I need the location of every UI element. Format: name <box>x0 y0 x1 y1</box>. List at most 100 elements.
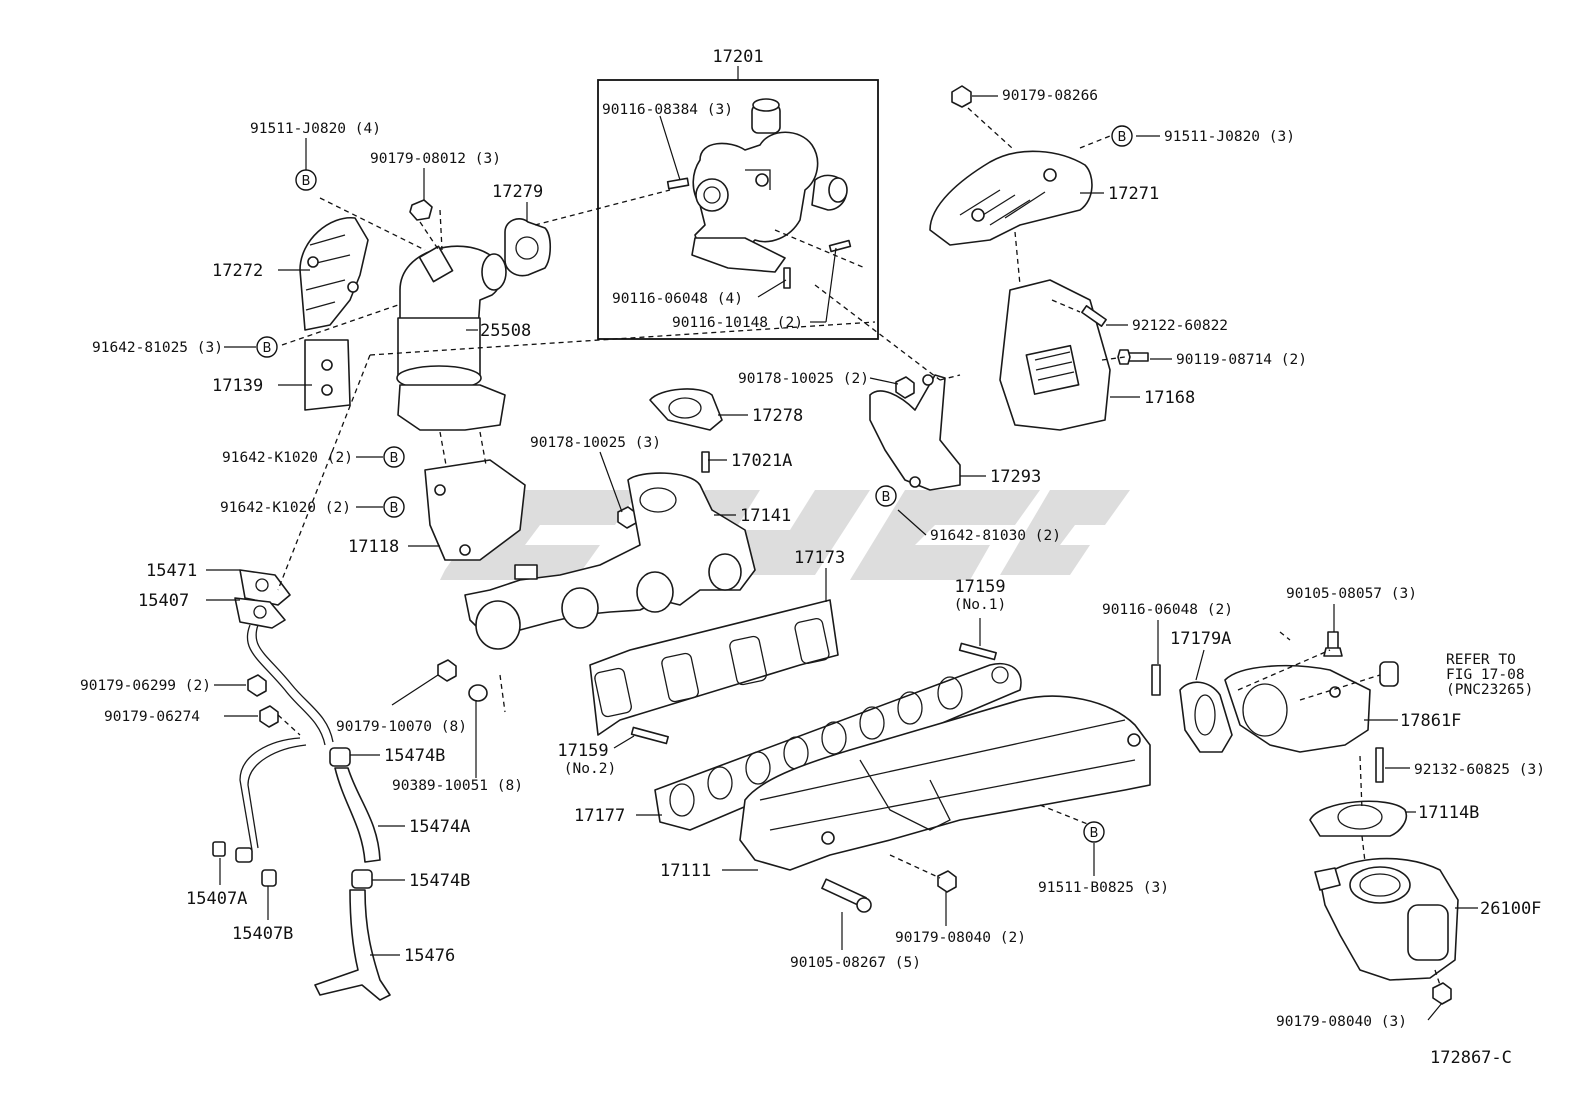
label-17861f: 17861F <box>1400 711 1461 731</box>
label-90179-08266: 90179-08266 <box>1002 88 1098 104</box>
nut-90179-08040-3 <box>1432 982 1452 1005</box>
label-92132-60825: 92132-60825 (3) <box>1414 762 1545 778</box>
label-17159-no1: 17159 <box>954 577 1005 597</box>
bolt-marker: B <box>256 336 278 358</box>
label-90179-08040-3: 90179-08040 (3) <box>1276 1014 1407 1030</box>
turbocharger-drawing <box>691 98 848 273</box>
nut-90178-10025-2 <box>895 376 915 399</box>
bolt-markers: B B B B B B B <box>256 125 1133 843</box>
label-90116-06048: 90116-06048 (4) <box>612 291 743 307</box>
svg-text:B: B <box>302 174 311 189</box>
gasket-15471 <box>239 569 291 606</box>
stud-17159-no1 <box>958 642 997 661</box>
label-90119-08714: 90119-08714 (2) <box>1176 352 1307 368</box>
nut-90179-08266 <box>951 85 972 108</box>
stud-17159-no2 <box>630 726 669 745</box>
label-90179-08040-2: 90179-08040 (2) <box>895 930 1026 946</box>
label-17179a: 17179A <box>1170 629 1231 649</box>
leader-lines <box>206 95 1478 1021</box>
label-17114b: 17114B <box>1418 803 1479 823</box>
bolt-15407a <box>212 841 226 857</box>
label-90389-10051: 90389-10051 (8) <box>392 778 523 794</box>
label-90116-10148: 90116-10148 (2) <box>672 315 803 331</box>
label-17139: 17139 <box>212 376 263 396</box>
heat-insulator-17271 <box>929 150 1093 246</box>
label-17173: 17173 <box>794 548 845 568</box>
refer-note-line3: (PNC23265) <box>1446 682 1533 698</box>
svg-text:B: B <box>390 451 399 466</box>
label-15474b-upper: 15474B <box>384 746 445 766</box>
bolt-marker: B <box>383 446 405 468</box>
bolt-90105-08267 <box>821 878 872 913</box>
bracket-17139 <box>304 339 351 411</box>
hose-15476 <box>314 889 391 1001</box>
label-17168: 17168 <box>1144 388 1195 408</box>
label-17159-no2: 17159 <box>557 741 608 761</box>
label-90178-10025-2: 90178-10025 (2) <box>738 371 869 387</box>
label-17111: 17111 <box>660 861 711 881</box>
union-15474b-lower <box>351 869 373 889</box>
label-15407a: 15407A <box>186 889 247 909</box>
throttle-body-26100f <box>1314 857 1459 981</box>
svg-text:B: B <box>1118 130 1127 145</box>
label-90179-06299: 90179-06299 (2) <box>80 678 211 694</box>
nut-90179-10070 <box>437 659 457 682</box>
assembly-lines <box>277 107 1441 986</box>
gasket-17278 <box>649 388 723 431</box>
intake-manifold-17111 <box>739 695 1151 871</box>
drawing-number: 172867-C <box>1430 1048 1512 1068</box>
label-17141: 17141 <box>740 506 791 526</box>
svg-text:B: B <box>1090 826 1099 841</box>
label-91511-b0825: 91511-B0825 (3) <box>1038 880 1169 896</box>
label-17278: 17278 <box>752 406 803 426</box>
label-17293: 17293 <box>990 467 1041 487</box>
gasket-17279 <box>504 218 552 277</box>
label-92122-60822: 92122-60822 <box>1132 318 1228 334</box>
label-90179-06274: 90179-06274 <box>104 709 200 725</box>
label-15474a: 15474A <box>409 817 470 837</box>
label-17271: 17271 <box>1108 184 1159 204</box>
bolt-92122-60822 <box>1081 305 1107 327</box>
turbocharger-assembly-17201 <box>597 66 879 340</box>
hose-15474a <box>334 767 381 863</box>
label-90179-10070: 90179-10070 (8) <box>336 719 467 735</box>
label-91511-j0820-3: 91511-J0820 (3) <box>1164 129 1295 145</box>
bolt-marker: B <box>295 169 317 191</box>
svg-text:B: B <box>882 490 891 505</box>
label-91642-k1020-b: 91642-K1020 (2) <box>220 500 351 516</box>
catalytic-converter-25508 <box>396 245 507 431</box>
ventilation-17861f <box>1224 661 1399 753</box>
label-15407: 15407 <box>138 591 189 611</box>
bracket-17293 <box>869 374 961 491</box>
label-90178-10025-3: 90178-10025 (3) <box>530 435 661 451</box>
label-90105-08267: 90105-08267 (5) <box>790 955 921 971</box>
label-15407b: 15407B <box>232 924 293 944</box>
refer-note-line2: FIG 17-08 <box>1446 667 1525 683</box>
gasket-17114b <box>1309 800 1408 837</box>
label-91642-k1020-a: 91642-K1020 (2) <box>222 450 353 466</box>
refer-note-line1: REFER TO <box>1446 652 1516 668</box>
label-17159-no1-sub: (No.1) <box>954 597 1006 613</box>
label-15474b-lower: 15474B <box>409 871 470 891</box>
svg-text:B: B <box>390 501 399 516</box>
gasket-17179a <box>1179 681 1233 753</box>
label-25508: 25508 <box>480 321 531 341</box>
label-17279: 17279 <box>492 182 543 202</box>
label-90116-06048-2: 90116-06048 (2) <box>1102 602 1233 618</box>
label-90116-08384: 90116-08384 (3) <box>602 102 733 118</box>
label-26100f: 26100F <box>1480 899 1541 919</box>
part-labels: 17201 90116-08384 (3) 90116-06048 (4) 90… <box>80 47 1545 1068</box>
washer-90389-10051 <box>468 684 488 702</box>
label-17272: 17272 <box>212 261 263 281</box>
label-90179-08012: 90179-08012 (3) <box>370 151 501 167</box>
stud-90116-10148 <box>828 239 852 253</box>
exhaust-manifold-17141 <box>464 472 756 650</box>
assembly-label-17201: 17201 <box>712 47 763 67</box>
bolt-marker: B <box>1111 125 1133 147</box>
stud-17021a <box>701 451 710 473</box>
bolt-90105-08057 <box>1323 631 1343 657</box>
label-17177: 17177 <box>574 806 625 826</box>
label-91642-81030: 91642-81030 (2) <box>930 528 1061 544</box>
union-15474b-upper <box>329 747 351 767</box>
